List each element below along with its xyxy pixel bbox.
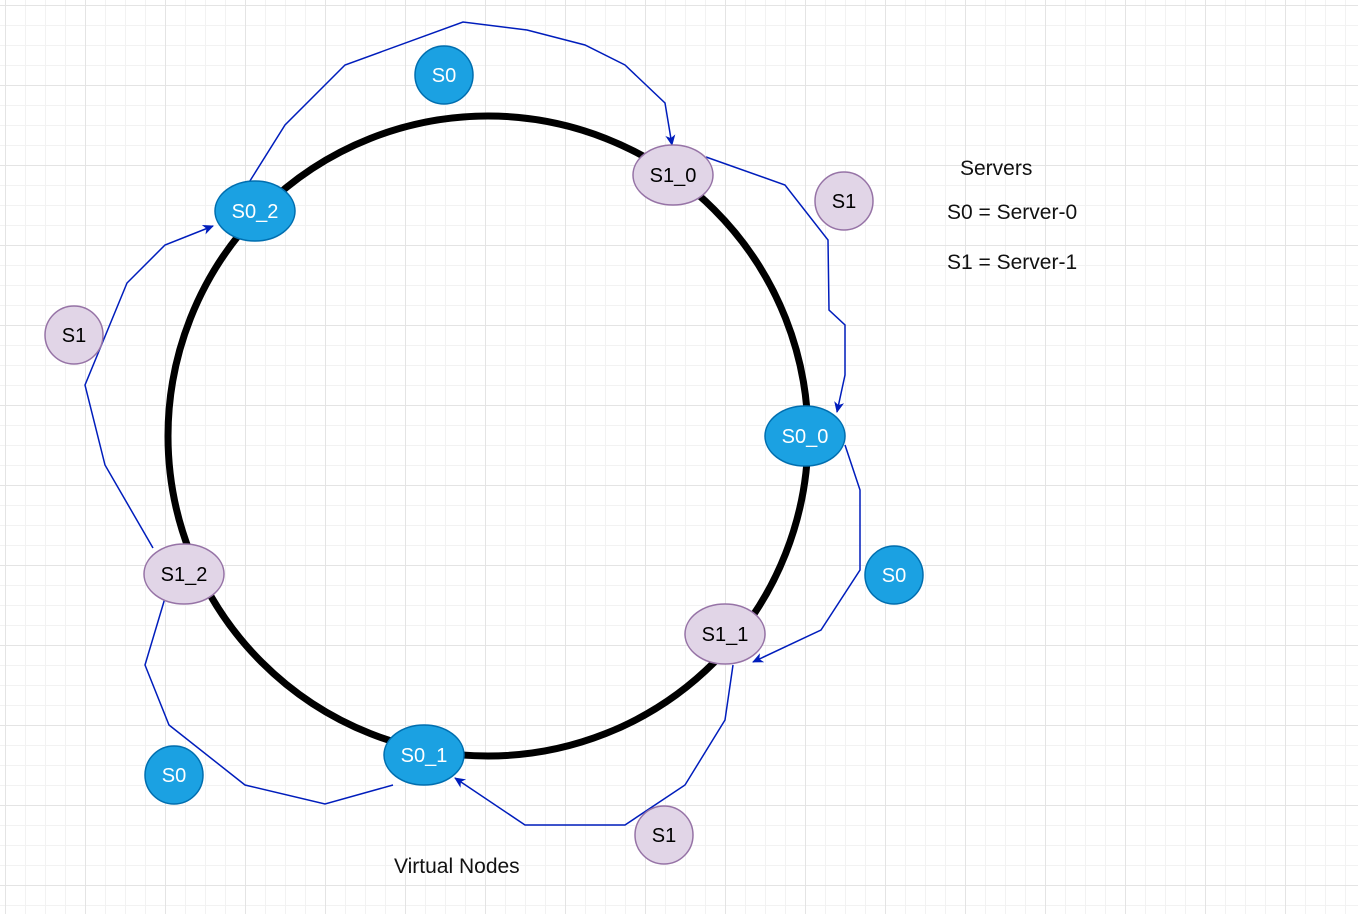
ring-node-s1-2[interactable]: S1_2 xyxy=(143,543,225,605)
arrow-s0-1-to-s1-2 xyxy=(144,587,394,805)
server-marker-s1-left[interactable]: S1 xyxy=(44,305,104,365)
server-marker-s0-bottom-left-shape xyxy=(144,745,204,805)
server-marker-s0-top-label: S0 xyxy=(432,65,456,87)
ring-node-s1-0[interactable]: S1_0 xyxy=(632,144,714,206)
server-marker-s1-left-label: S1 xyxy=(62,325,86,347)
server-marker-s0-bottom-left[interactable]: S0 xyxy=(144,745,204,805)
legend-entry-server-1: S1 = Server-1 xyxy=(947,251,1077,274)
server-marker-s1-bottom-label: S1 xyxy=(652,825,676,847)
ring-node-s0-2-label: S0_2 xyxy=(232,201,279,223)
server-marker-s1-upper-right-label: S1 xyxy=(832,191,856,213)
server-marker-s1-left-shape xyxy=(44,305,104,365)
server-marker-s0-bottom-left-label: S0 xyxy=(162,765,186,787)
diagram-caption: Virtual Nodes xyxy=(394,855,520,878)
arrow-s1-2-to-s0-2 xyxy=(84,225,214,549)
ring-node-s0-0[interactable]: S0_0 xyxy=(764,405,846,467)
arrow-s0-0-to-s1-1 xyxy=(752,444,861,663)
ring-node-s1-1-shape xyxy=(684,603,766,665)
ring-node-s0-2[interactable]: S0_2 xyxy=(214,180,296,242)
ring-node-s0-1-shape xyxy=(383,724,465,786)
server-marker-s0-top[interactable]: S0 xyxy=(414,45,474,105)
server-marker-s0-top-shape xyxy=(414,45,474,105)
ring-node-s0-0-shape xyxy=(764,405,846,467)
arrow-s1-0-to-s0-0 xyxy=(705,156,846,413)
ring-node-s1-2-label: S1_2 xyxy=(161,564,208,586)
arrow-s1-1-to-s0-1 xyxy=(454,664,734,826)
ring-node-s1-2-shape xyxy=(143,543,225,605)
server-marker-s0-right[interactable]: S0 xyxy=(864,545,924,605)
server-marker-s1-bottom-shape xyxy=(634,805,694,865)
ring-node-s1-1-label: S1_1 xyxy=(702,624,749,646)
ring-node-s0-1[interactable]: S0_1 xyxy=(383,724,465,786)
server-marker-s1-bottom[interactable]: S1 xyxy=(634,805,694,865)
ring-node-s1-1[interactable]: S1_1 xyxy=(684,603,766,665)
arrow-s0-2-to-s1-0 xyxy=(242,21,676,193)
legend-entry-server-0: S0 = Server-0 xyxy=(947,201,1077,224)
servers-legend: Servers S0 = Server-0 S1 = Server-1 xyxy=(947,157,1077,274)
server-marker-s0-right-label: S0 xyxy=(882,565,906,587)
legend-title: Servers xyxy=(960,157,1032,180)
ring-node-s0-1-label: S0_1 xyxy=(401,745,448,767)
ring-node-s0-0-label: S0_0 xyxy=(782,426,829,448)
ring-node-s1-0-shape xyxy=(632,144,714,206)
server-marker-s1-upper-right-shape xyxy=(814,171,874,231)
server-marker-s0-right-shape xyxy=(864,545,924,605)
ring-node-s1-0-label: S1_0 xyxy=(650,165,697,187)
ring-node-s0-2-shape xyxy=(214,180,296,242)
server-marker-s1-upper-right[interactable]: S1 xyxy=(814,171,874,231)
